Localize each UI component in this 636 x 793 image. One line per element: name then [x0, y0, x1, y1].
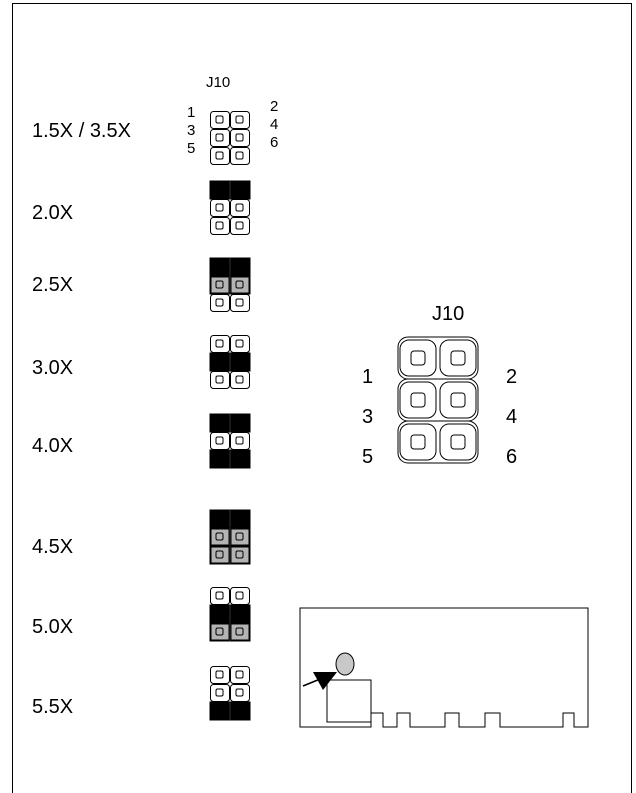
pin-square: [215, 221, 224, 230]
pin-square: [235, 375, 244, 384]
pin-square: [235, 591, 244, 600]
pin-square: [235, 339, 244, 348]
detail-pin-number-5: 5: [362, 446, 373, 468]
pin-square: [235, 298, 244, 307]
pin-number-3: 3: [187, 122, 195, 139]
pin-square: [235, 670, 244, 679]
pin-number-2: 2: [270, 98, 278, 115]
pin-square: [235, 436, 244, 445]
pin-square: [235, 203, 244, 212]
pin-square: [235, 221, 244, 230]
pin-square: [215, 115, 224, 124]
pin-square: [235, 133, 244, 142]
arrow-icon: [313, 672, 337, 690]
detail-pin-number-4: 4: [506, 406, 517, 428]
row-label-2: 2.0X: [32, 202, 73, 224]
pin-square: [215, 298, 224, 307]
pin-square: [215, 550, 224, 559]
pin-square: [215, 627, 224, 636]
row-label-3: 2.5X: [32, 274, 73, 296]
pin-square: [235, 532, 244, 541]
row-label-4: 3.0X: [32, 357, 73, 379]
pin-square: [215, 133, 224, 142]
pin-square: [215, 203, 224, 212]
pin-number-6: 6: [270, 134, 278, 151]
board-component: [335, 652, 355, 676]
pin-square: [215, 532, 224, 541]
board-chip: [326, 679, 372, 723]
row-label-1: 1.5X / 3.5X: [32, 120, 131, 142]
detail-pin-number-1: 1: [362, 366, 373, 388]
pin-square: [215, 375, 224, 384]
pin-square: [215, 339, 224, 348]
header-j10-label: J10: [206, 74, 230, 91]
pin-square: [215, 670, 224, 679]
board-outline: [299, 607, 589, 728]
detail-pin-square: [450, 392, 466, 408]
pin-square: [215, 151, 224, 160]
detail-pin-square: [410, 350, 426, 366]
pin-square: [235, 280, 244, 289]
row-label-7: 5.0X: [32, 616, 73, 638]
detail-pin-number-6: 6: [506, 446, 517, 468]
pin-square: [235, 688, 244, 697]
pin-square: [235, 550, 244, 559]
pin-number-4: 4: [270, 116, 278, 133]
detail-pin-square: [410, 434, 426, 450]
detail-pin-number-2: 2: [506, 366, 517, 388]
detail-pin-square: [450, 350, 466, 366]
pin-square: [215, 436, 224, 445]
pin-square: [235, 151, 244, 160]
detail-j10-title: J10: [432, 303, 464, 325]
pin-square: [235, 627, 244, 636]
diagram-frame: [12, 3, 632, 793]
pin-number-5: 5: [187, 140, 195, 157]
pin-square: [235, 115, 244, 124]
row-label-8: 5.5X: [32, 696, 73, 718]
detail-pin-number-3: 3: [362, 406, 373, 428]
detail-pin-square: [450, 434, 466, 450]
row-label-6: 4.5X: [32, 536, 73, 558]
row-label-5: 4.0X: [32, 435, 73, 457]
pin-square: [215, 280, 224, 289]
pin-square: [215, 688, 224, 697]
detail-pin-square: [410, 392, 426, 408]
pin-number-1: 1: [187, 104, 195, 121]
pin-square: [215, 591, 224, 600]
